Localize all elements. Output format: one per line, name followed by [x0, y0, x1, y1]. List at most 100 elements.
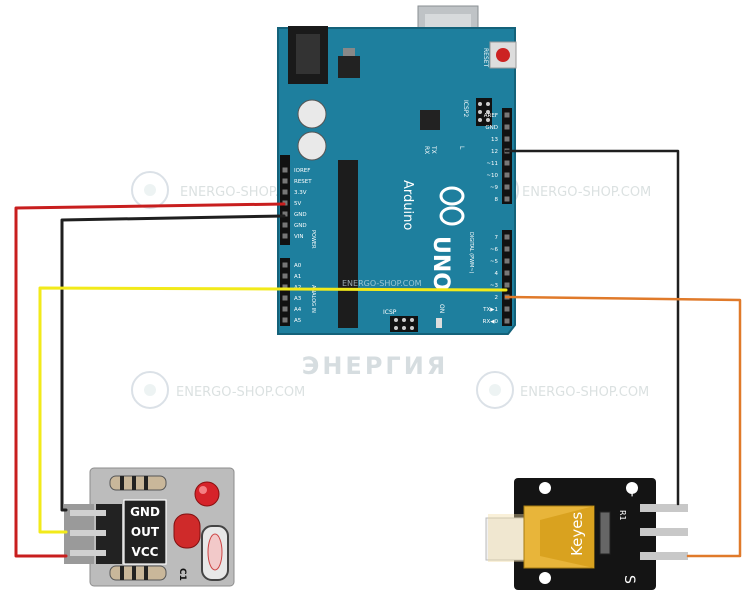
on-label: ON [438, 304, 445, 313]
digital-pin-label: ~5 [490, 259, 499, 265]
power-pin-pin [282, 211, 288, 217]
power-header [280, 155, 290, 245]
power-pin-label: VIN [294, 234, 304, 240]
receiver-pin-gnd: GND [130, 505, 160, 519]
analog-pin-label: A3 [294, 296, 302, 302]
atmega-chip [338, 160, 358, 328]
analog-pin-label: A4 [294, 307, 302, 313]
digital-section-label: DIGITAL (PWM~) [468, 232, 474, 274]
capacitor-1 [297, 99, 327, 129]
analog-pin-pin [282, 262, 288, 268]
analog-pin-pin [282, 284, 288, 290]
laser-pin-3 [640, 552, 688, 560]
digital-header-top [502, 108, 512, 204]
digital-pin-pin [504, 306, 510, 312]
tx-label: TX [430, 145, 437, 154]
digital-pin-pin [504, 196, 510, 202]
analog-pin-pin [282, 295, 288, 301]
svg-text:ICSP2: ICSP2 [462, 100, 469, 117]
digital-pin-pin [504, 282, 510, 288]
watermark-text-4: ENERGO-SHOP.COM [520, 385, 649, 400]
digital-pin-label: 2 [495, 295, 499, 301]
digital-pin-label: AREF [484, 113, 498, 119]
digital-pin-label: ~11 [486, 161, 498, 167]
wire-d2-orange [504, 295, 742, 558]
digital-pin-label: RX◀0 [483, 319, 499, 325]
board-watermark: ENERGO-SHOP.COM [342, 279, 422, 288]
icsp2-header: ICSP2 [462, 98, 492, 126]
arduino-logo [439, 186, 465, 226]
digital-pin-label: 13 [491, 137, 498, 143]
power-pin-pin [282, 189, 288, 195]
wire-gnd-black-right [504, 149, 680, 506]
icsp-header: ICSP [383, 309, 418, 332]
power-pin-label: IOREF [294, 168, 310, 174]
laser-pin-1 [640, 504, 688, 512]
receiver-pin-vcc: VCC [132, 545, 159, 559]
receiver-c-label: C1 [177, 568, 187, 581]
on-led [436, 318, 442, 328]
laser-r-label: R1 [618, 510, 627, 521]
power-section-label: POWER [310, 230, 316, 249]
receiver-red-led [194, 481, 220, 507]
digital-pin-label: 8 [495, 197, 499, 203]
analog-pin-label: A5 [294, 318, 302, 324]
digital-pin-label: ~10 [486, 173, 498, 179]
laser-resistor [599, 511, 611, 555]
power-pin-label: GND [294, 212, 307, 218]
svg-text:ICSP: ICSP [383, 309, 397, 316]
analog-pin-pin [282, 306, 288, 312]
watermark-text-1: ENERGO-SHOP.COM [180, 185, 309, 200]
digital-pin-pin [504, 136, 510, 142]
receiver-capacitor [173, 513, 201, 549]
watermark-logo-top-left: ENERGO-SHOP.COM [131, 171, 309, 209]
watermark-logo-mid-right: ENERGO-SHOP.COM [476, 371, 649, 409]
arduino-model: UNO [428, 236, 453, 291]
receiver-resistor-top [109, 475, 167, 491]
power-pin-label: 3.3V [294, 190, 307, 196]
laser-pin-2 [640, 528, 688, 536]
analog-header [280, 258, 290, 326]
analog-section-label: ANALOG IN [310, 285, 316, 313]
digital-pin-label: 12 [491, 149, 498, 155]
laser-module: R1 - S Keyes [485, 478, 688, 590]
laser-pin-minus-label: - [624, 492, 640, 497]
arduino-uno-board: RESET ICSP2 TX RX L Arduino UNO ICSP [277, 5, 517, 335]
digital-pin-pin [504, 172, 510, 178]
digital-pin-label: ~6 [490, 247, 499, 253]
wire-gnd-black [60, 214, 286, 512]
power-pin-label: RESET [294, 179, 312, 185]
analog-pin-label: A1 [294, 274, 301, 280]
watermark-text-3: ENERGO-SHOP.COM [176, 385, 305, 400]
wire-signal-yellow [38, 286, 508, 534]
analog-pin-label: A0 [294, 263, 302, 269]
receiver-resistor-bottom [109, 565, 167, 581]
l-label: L [458, 146, 465, 150]
rx-label: RX [423, 146, 430, 154]
digital-pin-pin [504, 270, 510, 276]
reset-label: RESET [482, 48, 489, 68]
board-pcb [277, 27, 516, 335]
analog-pin-pin [282, 317, 288, 323]
digital-pin-pin [504, 184, 510, 190]
power-pin-pin [282, 167, 288, 173]
digital-pin-pin [504, 246, 510, 252]
wires [14, 149, 742, 558]
usb-chip [420, 110, 440, 130]
power-pin-label: 5V [294, 201, 301, 207]
watermark-text-2: ENERGO-SHOP.COM [522, 185, 651, 200]
digital-pin-label: ~9 [490, 185, 499, 191]
wire-5v-red [14, 202, 286, 558]
digital-pin-pin [504, 124, 510, 130]
digital-pin-pin [504, 234, 510, 240]
power-pin-label: GND [294, 223, 307, 229]
arduino-brand: Arduino [400, 180, 415, 230]
watermark-brand: ЭНЕРГИЯ [302, 352, 449, 380]
power-pin-pin [282, 178, 288, 184]
receiver-module: GND OUT VCC C1 [64, 467, 235, 587]
power-pin-pin [282, 222, 288, 228]
voltage-regulator [338, 56, 360, 78]
digital-pin-pin [504, 160, 510, 166]
laser-brand: Keyes [568, 512, 586, 556]
